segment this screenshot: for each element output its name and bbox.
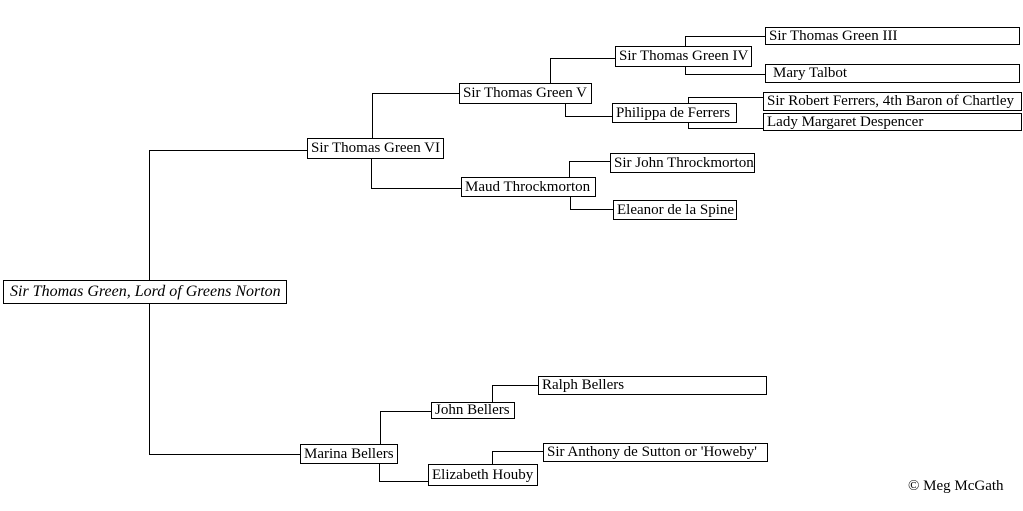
connector-johnb-father [492,385,538,402]
connector-green4-mother [685,67,765,75]
node-mary-talbot: Mary Talbot [765,64,1020,83]
node-sir-robert-ferrers: Sir Robert Ferrers, 4th Baron of Chartle… [763,92,1022,111]
connector-green6-mother [371,159,461,189]
node-sir-thomas-green-iv: Sir Thomas Green IV [615,46,752,67]
connector-maud-mother [570,197,613,210]
node-sir-thomas-green-iii: Sir Thomas Green III [765,27,1020,45]
connector-green4-father [685,36,765,46]
node-sir-thomas-green-vi: Sir Thomas Green VI [307,138,444,159]
node-elizabeth-houby: Elizabeth Houby [428,464,538,486]
node-eleanor-de-la-spine: Eleanor de la Spine [613,200,737,220]
node-marina-bellers: Marina Bellers [300,444,398,464]
connector-green6-father [372,93,459,138]
node-sir-john-throckmorton: Sir John Throckmorton [610,153,755,173]
node-ralph-bellers: Ralph Bellers [538,376,767,395]
connector-marina-mother [379,464,428,482]
connector-philippa-father [688,97,763,103]
node-sir-thomas-green-lord-of-greens-norton: Sir Thomas Green, Lord of Greens Norton [3,280,287,304]
connector-marina-father [380,411,431,444]
node-sir-anthony-de-sutton: Sir Anthony de Sutton or 'Howeby' [543,443,768,462]
connector-green5-mother [565,104,612,117]
node-philippa-de-ferrers: Philippa de Ferrers [612,103,737,123]
node-maud-throckmorton: Maud Throckmorton [461,177,596,197]
connector-maud-father [569,161,610,177]
copyright-text: © Meg McGath [908,478,1004,494]
connector-elizabeth-father [492,451,543,464]
node-sir-thomas-green-v: Sir Thomas Green V [459,83,592,104]
connector-green5-father [550,58,615,83]
node-john-bellers: John Bellers [431,402,515,419]
connector-subject-father [149,150,307,280]
connector-subject-mother [149,304,300,455]
node-lady-margaret-despencer: Lady Margaret Despencer [763,113,1022,131]
connector-philippa-mother [688,123,763,129]
